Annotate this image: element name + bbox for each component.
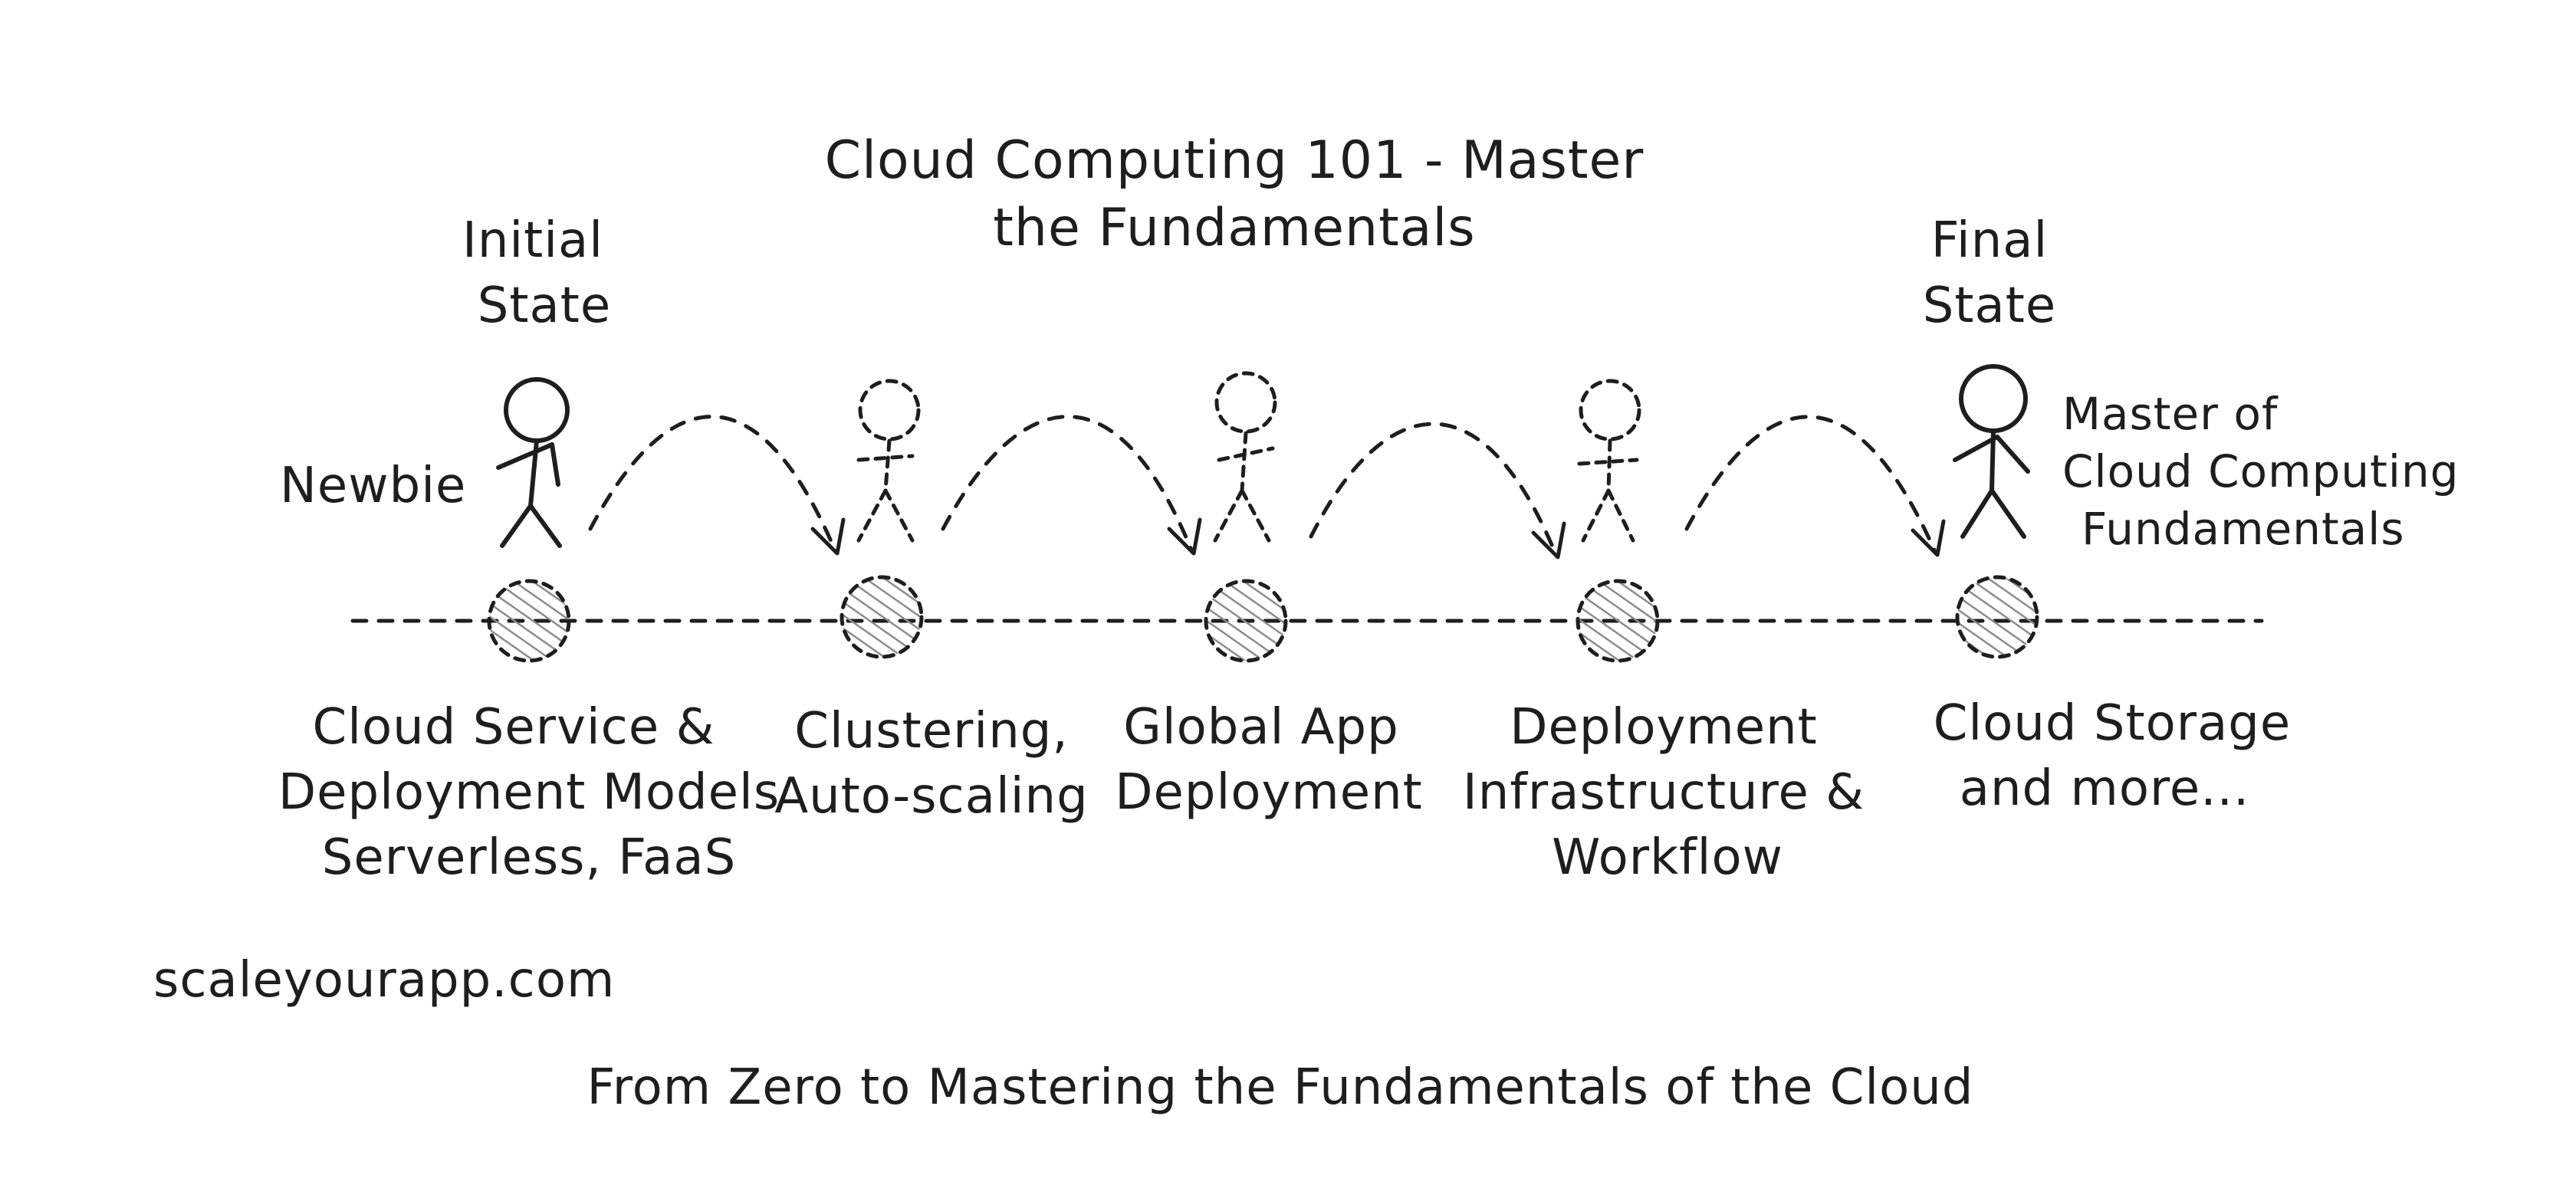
stage-label-4: Deployment Infrastructure & Workflow: [1463, 699, 1865, 886]
stage-5-line-1: Cloud Storage: [1934, 695, 2292, 752]
stage-4-stick-figure: [1577, 379, 1641, 543]
title-line-1: Cloud Computing 101 - Master: [825, 130, 1644, 191]
progress-arrow-4: [1684, 415, 1946, 557]
stage-label-2: Clustering, Auto-scaling: [774, 703, 1088, 825]
final-state-label-line-2: State: [1923, 277, 2056, 334]
stage-2-line-1: Clustering,: [794, 703, 1068, 760]
footer-tagline: From Zero to Mastering the Fundamentals …: [587, 1059, 1974, 1116]
stage-3-stick-figure: [1213, 371, 1277, 543]
milestone-node-2: [840, 575, 924, 659]
stage-3-line-2: Deployment: [1115, 764, 1422, 821]
stage-4-line-3: Workflow: [1552, 829, 1783, 886]
website-url: scaleyourapp.com: [153, 952, 615, 1009]
initial-state-label-line-1: Initial: [462, 212, 603, 269]
stage-1-line-1: Cloud Service &: [313, 699, 715, 756]
progress-arrow-3: [1309, 422, 1566, 560]
stage-1-line-3: Serverless, FaaS: [322, 829, 736, 886]
title-line-2: the Fundamentals: [993, 198, 1475, 258]
newbie-label: Newbie: [280, 458, 466, 514]
progress-arrow-2: [941, 415, 1202, 556]
progress-arrow-1: [588, 415, 846, 556]
milestone-node-1: [487, 579, 571, 663]
stage-label-3: Global App Deployment: [1115, 699, 1422, 821]
stage-label-1: Cloud Service & Deployment Models Server…: [278, 699, 780, 886]
final-state-label-line-1: Final: [1931, 212, 2049, 269]
stage-4-line-1: Deployment: [1510, 699, 1817, 756]
milestone-node-4: [1576, 579, 1660, 663]
master-label-line-3: Fundamentals: [2082, 503, 2405, 555]
master-label-line-2: Cloud Computing: [2062, 445, 2459, 497]
stage-2-stick-figure: [856, 379, 921, 543]
master-stick-figure: [1953, 364, 2030, 539]
initial-state-label-line-2: State: [478, 277, 611, 334]
master-label-line-1: Master of: [2062, 388, 2279, 440]
stage-5-line-2: and more...: [1960, 760, 2250, 817]
stage-4-line-2: Infrastructure &: [1463, 764, 1865, 821]
newbie-stick-figure: [496, 377, 570, 548]
milestone-node-3: [1204, 579, 1288, 663]
stage-2-line-2: Auto-scaling: [774, 768, 1088, 825]
stage-1-line-2: Deployment Models: [278, 764, 780, 821]
stage-label-5: Cloud Storage and more...: [1934, 695, 2292, 817]
milestone-node-5: [1955, 575, 2039, 659]
stage-3-line-1: Global App: [1123, 699, 1399, 756]
